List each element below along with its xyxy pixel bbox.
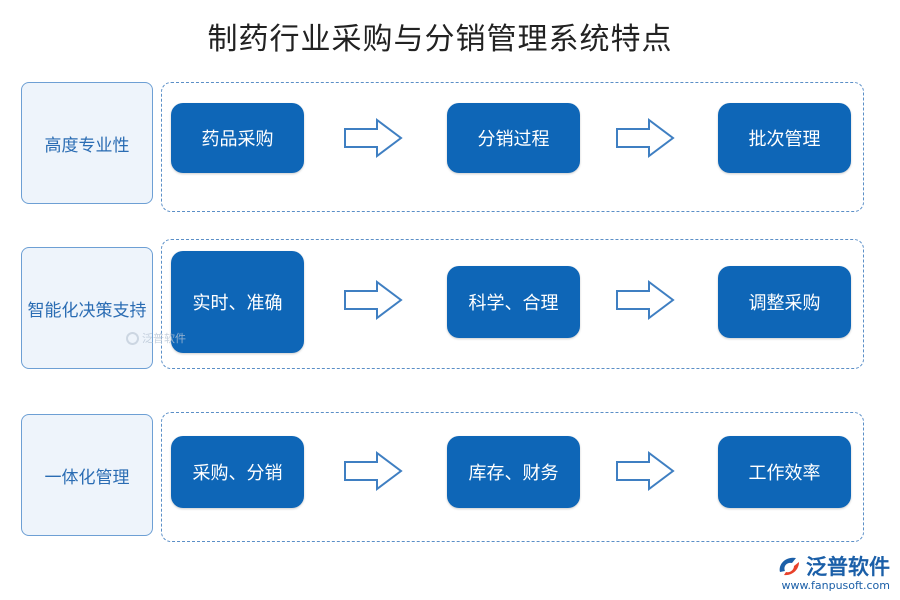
step-drug-purchase: 药品采购 <box>171 103 304 173</box>
logo-name: 泛普软件 <box>806 555 890 579</box>
row-label-professional: 高度专业性 <box>21 82 153 204</box>
arrow-right-icon <box>616 280 675 320</box>
arrow-right-icon <box>344 451 403 491</box>
row-label-intelligent: 智能化决策支持 <box>21 247 153 369</box>
step-distribution-process: 分销过程 <box>447 103 580 173</box>
watermark-logo-icon <box>126 331 139 345</box>
step-purchase-distribution: 采购、分销 <box>171 436 304 508</box>
step-work-efficiency: 工作效率 <box>718 436 851 508</box>
page-title: 制药行业采购与分销管理系统特点 <box>207 22 673 57</box>
fanpu-logo-icon <box>779 557 799 576</box>
row-container-integrated <box>161 412 864 542</box>
step-scientific-reasonable: 科学、合理 <box>447 266 580 338</box>
row-container-professional <box>161 82 864 212</box>
step-batch-management: 批次管理 <box>718 103 851 173</box>
step-adjust-purchase: 调整采购 <box>718 266 851 338</box>
row-container-intelligent <box>161 239 864 369</box>
arrow-right-icon <box>344 280 403 320</box>
logo-url: www.fanpusoft.com <box>781 579 890 592</box>
step-inventory-finance: 库存、财务 <box>447 436 580 508</box>
watermark: 泛普软件 <box>126 330 186 346</box>
brand-logo: 泛普软件 www.fanpusoft.com <box>750 551 890 592</box>
row-label-integrated: 一体化管理 <box>21 414 153 536</box>
arrow-right-icon <box>616 118 675 158</box>
arrow-right-icon <box>616 451 675 491</box>
arrow-right-icon <box>344 118 403 158</box>
step-realtime-accurate: 实时、准确 <box>171 251 304 353</box>
